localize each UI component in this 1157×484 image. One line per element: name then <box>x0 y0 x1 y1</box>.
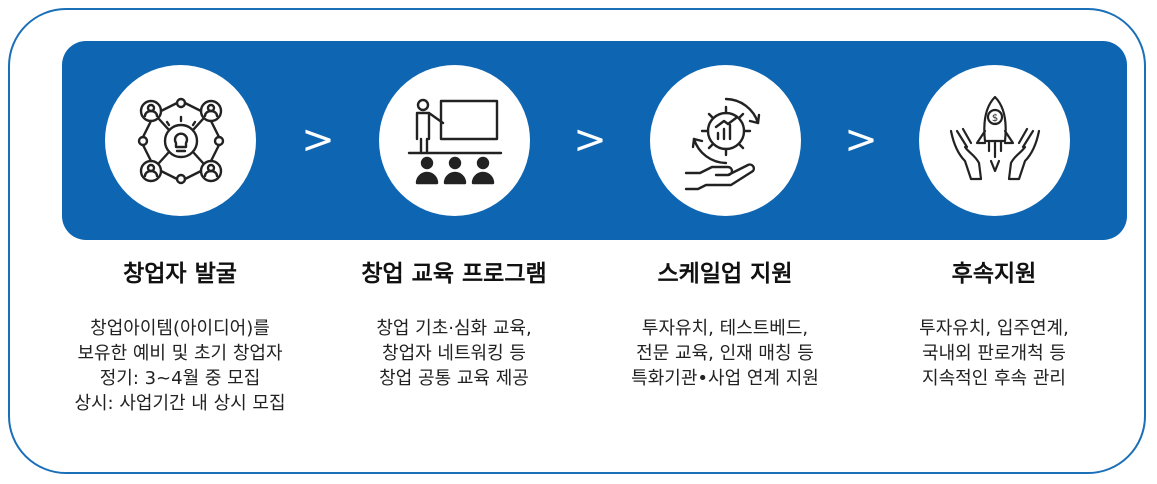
step-4-line-3: 지속적인 후속 관리 <box>922 368 1066 389</box>
step-4-line-1: 투자유치, 입주연계, <box>919 318 1069 339</box>
step-2-line-2: 창업자 네트워킹 등 <box>382 343 526 364</box>
outer-frame <box>8 8 1146 474</box>
step-1-line-2: 보유한 예비 및 초기 창업자 <box>77 343 283 364</box>
rocket-hands-icon: $ <box>949 95 1040 180</box>
step-4-title: 후속지원 <box>951 261 1037 287</box>
step-4-description: 투자유치, 입주연계, 국내외 판로개척 등 지속적인 후속 관리 <box>859 316 1129 391</box>
step-3-line-3: 특화기관•사업 연계 지원 <box>631 368 819 389</box>
step-4-circle: $ <box>919 65 1070 216</box>
step-arrow-2: > <box>573 117 607 163</box>
step-arrow-1: > <box>301 117 335 163</box>
step-3-line-2: 전문 교육, 인재 매칭 등 <box>636 343 814 364</box>
step-3-circle <box>650 65 801 216</box>
step-1-line-4: 상시: 사업기간 내 상시 모집 <box>74 393 286 414</box>
step-2-description: 창업 기초·심화 교육, 창업자 네트워킹 등 창업 공통 교육 제공 <box>319 316 589 391</box>
step-1-line-3: 정기: 3~4월 중 모집 <box>99 368 261 389</box>
step-3-title: 스케일업 지원 <box>657 261 793 287</box>
step-1-description: 창업아이템(아이디어)를 보유한 예비 및 초기 창업자 정기: 3~4월 중 … <box>45 316 315 416</box>
step-4-line-2: 국내외 판로개척 등 <box>922 343 1066 364</box>
step-1-circle <box>105 65 256 216</box>
step-2-title: 창업 교육 프로그램 <box>361 261 547 287</box>
network-lightbulb-icon <box>137 97 224 184</box>
presentation-teacher-icon <box>407 98 502 184</box>
step-2-line-1: 창업 기초·심화 교육, <box>376 318 532 339</box>
step-2-circle <box>379 65 530 216</box>
svg-text:$: $ <box>991 113 997 124</box>
step-1-line-1: 창업아이템(아이디어)를 <box>90 318 270 339</box>
step-1-title: 창업자 발굴 <box>123 261 237 287</box>
step-arrow-3: > <box>844 117 878 163</box>
step-3-description: 투자유치, 테스트베드, 전문 교육, 인재 매칭 등 특화기관•사업 연계 지… <box>590 316 860 391</box>
step-2-line-3: 창업 공통 교육 제공 <box>379 368 529 389</box>
step-3-line-1: 투자유치, 테스트베드, <box>641 318 809 339</box>
gear-growth-hand-icon <box>684 97 760 190</box>
